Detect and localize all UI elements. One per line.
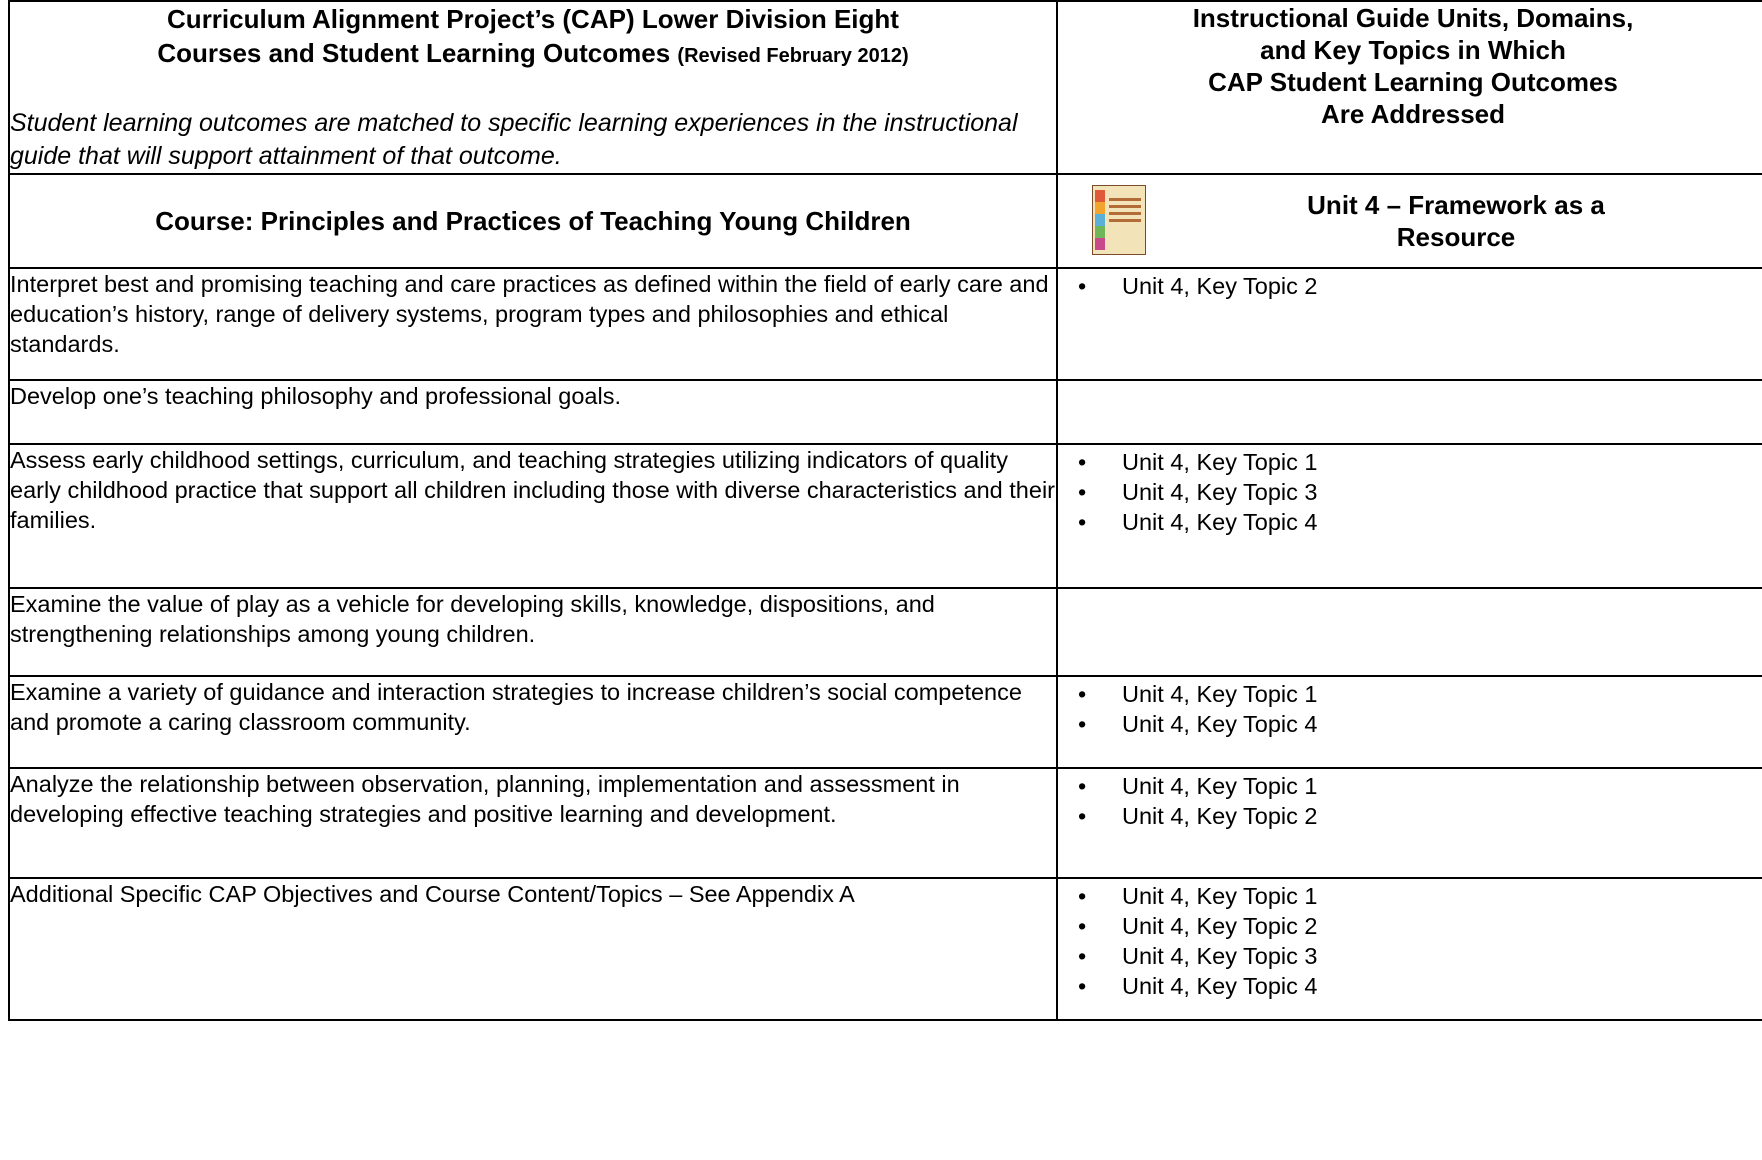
key-topic-item: Unit 4, Key Topic 1 bbox=[1078, 881, 1762, 911]
table-row: Additional Specific CAP Objectives and C… bbox=[8, 877, 1762, 1021]
header-right-line: and Key Topics in Which bbox=[1260, 35, 1566, 65]
learning-outcome-cell: Interpret best and promising teaching an… bbox=[8, 267, 1058, 381]
course-title: Course: Principles and Practices of Teac… bbox=[8, 173, 1058, 269]
header-title-line2: Courses and Student Learning Outcomes bbox=[157, 38, 671, 68]
header-left-cell: Curriculum Alignment Project’s (CAP) Low… bbox=[8, 0, 1058, 175]
key-topics-cell: Unit 4, Key Topic 1Unit 4, Key Topic 2Un… bbox=[1056, 877, 1762, 1021]
key-topic-list: Unit 4, Key Topic 1Unit 4, Key Topic 4 bbox=[1058, 677, 1762, 739]
framework-book-cover-icon bbox=[1092, 185, 1146, 255]
header-left-title: Curriculum Alignment Project’s (CAP) Low… bbox=[10, 2, 1056, 73]
key-topic-item: Unit 4, Key Topic 4 bbox=[1078, 507, 1762, 537]
unit-cell: Unit 4 – Framework as a Resource bbox=[1056, 173, 1762, 269]
learning-outcome-cell: Develop one’s teaching philosophy and pr… bbox=[8, 379, 1058, 445]
unit-title-line2: Resource bbox=[1396, 222, 1516, 252]
key-topic-item: Unit 4, Key Topic 1 bbox=[1078, 679, 1762, 709]
key-topics-cell: Unit 4, Key Topic 1Unit 4, Key Topic 4 bbox=[1056, 675, 1762, 769]
key-topic-item: Unit 4, Key Topic 4 bbox=[1078, 709, 1762, 739]
table-row: Analyze the relationship between observa… bbox=[8, 767, 1762, 879]
table-row: Examine the value of play as a vehicle f… bbox=[8, 587, 1762, 677]
table-row: Develop one’s teaching philosophy and pr… bbox=[8, 379, 1762, 445]
unit-title-line1: Unit 4 – Framework as a bbox=[1307, 190, 1605, 220]
table-row: Examine a variety of guidance and intera… bbox=[8, 675, 1762, 769]
learning-outcome-cell: Analyze the relationship between observa… bbox=[8, 767, 1058, 879]
table-row: Assess early childhood settings, curricu… bbox=[8, 443, 1762, 589]
key-topic-item: Unit 4, Key Topic 3 bbox=[1078, 941, 1762, 971]
unit-title: Unit 4 – Framework as a Resource bbox=[1154, 189, 1758, 253]
key-topic-item: Unit 4, Key Topic 4 bbox=[1078, 971, 1762, 1001]
key-topics-cell: Unit 4, Key Topic 1Unit 4, Key Topic 2 bbox=[1056, 767, 1762, 879]
key-topics-cell bbox=[1056, 379, 1762, 445]
learning-outcome-cell: Assess early childhood settings, curricu… bbox=[8, 443, 1058, 589]
learning-outcome-cell: Examine the value of play as a vehicle f… bbox=[8, 587, 1058, 677]
key-topic-item: Unit 4, Key Topic 2 bbox=[1078, 271, 1762, 301]
header-note: Student learning outcomes are matched to… bbox=[10, 109, 1018, 170]
key-topic-item: Unit 4, Key Topic 3 bbox=[1078, 477, 1762, 507]
alignment-table: Curriculum Alignment Project’s (CAP) Low… bbox=[8, 0, 1762, 1021]
header-right-line: Instructional Guide Units, Domains, bbox=[1192, 3, 1634, 33]
header-row: Curriculum Alignment Project’s (CAP) Low… bbox=[8, 0, 1762, 175]
header-right-line: CAP Student Learning Outcomes bbox=[1208, 67, 1618, 97]
key-topics-cell: Unit 4, Key Topic 1Unit 4, Key Topic 3Un… bbox=[1056, 443, 1762, 589]
key-topic-list: Unit 4, Key Topic 1Unit 4, Key Topic 3Un… bbox=[1058, 445, 1762, 537]
key-topic-list: Unit 4, Key Topic 1Unit 4, Key Topic 2 bbox=[1058, 769, 1762, 831]
key-topic-list: Unit 4, Key Topic 2 bbox=[1058, 269, 1762, 301]
course-row: Course: Principles and Practices of Teac… bbox=[8, 173, 1762, 269]
key-topic-item: Unit 4, Key Topic 1 bbox=[1078, 447, 1762, 477]
learning-outcome-cell: Additional Specific CAP Objectives and C… bbox=[8, 877, 1058, 1021]
header-right-line: Are Addressed bbox=[1321, 99, 1505, 129]
learning-outcome-cell: Examine a variety of guidance and intera… bbox=[8, 675, 1058, 769]
key-topics-cell bbox=[1056, 587, 1762, 677]
header-title-line1: Curriculum Alignment Project’s (CAP) Low… bbox=[167, 4, 899, 34]
key-topic-item: Unit 4, Key Topic 2 bbox=[1078, 801, 1762, 831]
key-topic-list: Unit 4, Key Topic 1Unit 4, Key Topic 2Un… bbox=[1058, 879, 1762, 1001]
key-topics-cell: Unit 4, Key Topic 2 bbox=[1056, 267, 1762, 381]
header-right-cell: Instructional Guide Units, Domains, and … bbox=[1056, 0, 1762, 175]
revised-date: (Revised February 2012) bbox=[677, 45, 909, 67]
key-topic-item: Unit 4, Key Topic 1 bbox=[1078, 771, 1762, 801]
table-row: Interpret best and promising teaching an… bbox=[8, 267, 1762, 381]
key-topic-item: Unit 4, Key Topic 2 bbox=[1078, 911, 1762, 941]
